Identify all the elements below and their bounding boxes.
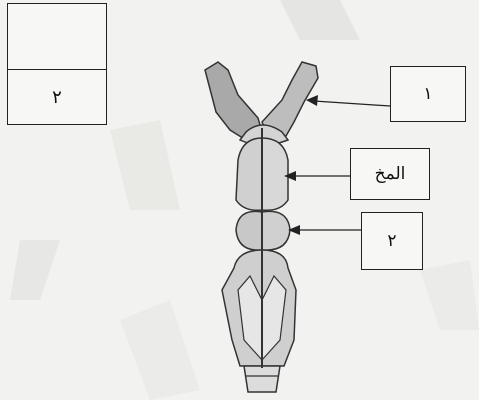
arrow-1-line <box>314 101 390 106</box>
cerebrum-right <box>262 138 288 210</box>
cerebrum-left <box>236 138 262 210</box>
structure-2-left <box>236 211 262 250</box>
label-box-brain: المخ <box>350 148 430 200</box>
label-box-1: ١ <box>390 66 466 122</box>
label-box-2: ٢ <box>361 212 423 270</box>
structure-2-right <box>262 211 290 250</box>
spinal-cord <box>244 366 280 392</box>
